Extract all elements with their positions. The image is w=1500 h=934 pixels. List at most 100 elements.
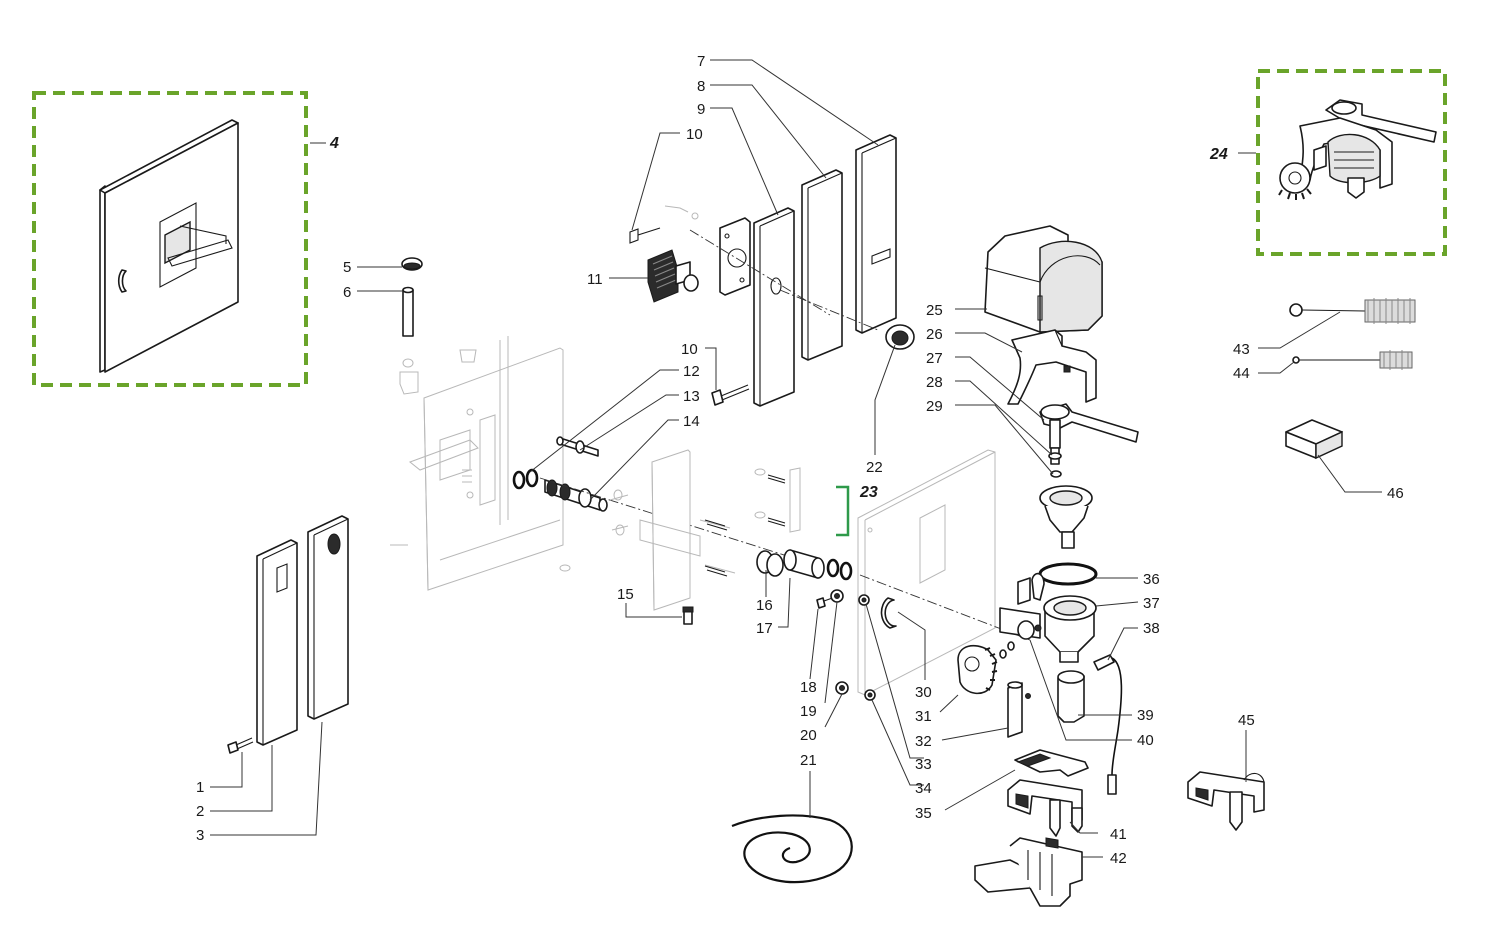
part-35-tab bbox=[1014, 749, 1089, 777]
part-42-drip-tray bbox=[974, 837, 1083, 907]
label-33: 33 bbox=[915, 756, 932, 773]
label-1: 1 bbox=[196, 779, 204, 796]
label-5: 5 bbox=[343, 259, 351, 276]
label-44: 44 bbox=[1233, 365, 1250, 382]
label-8: 8 bbox=[697, 78, 705, 95]
label-40: 40 bbox=[1137, 732, 1154, 749]
spout-cup bbox=[1039, 485, 1093, 549]
label-18: 18 bbox=[800, 679, 817, 696]
label-9: 9 bbox=[697, 101, 705, 118]
label-13: 13 bbox=[683, 388, 700, 405]
highlight-frame-24 bbox=[1256, 69, 1447, 256]
label-20: 20 bbox=[800, 727, 817, 744]
label-38: 38 bbox=[1143, 620, 1160, 637]
part-44-brush bbox=[1292, 350, 1413, 370]
part-27-lever bbox=[1039, 403, 1139, 449]
mounting-plate bbox=[719, 217, 751, 296]
part-28-pin bbox=[1048, 447, 1062, 465]
highlight-frame-4 bbox=[32, 91, 308, 387]
part-3-cover bbox=[307, 515, 349, 720]
label-34: 34 bbox=[915, 780, 932, 797]
label-10-lower: 10 bbox=[681, 341, 698, 358]
label-31: 31 bbox=[915, 708, 932, 725]
label-25: 25 bbox=[926, 302, 943, 319]
part-43-brush bbox=[1289, 298, 1416, 324]
part-29-seal bbox=[1050, 470, 1062, 478]
label-39: 39 bbox=[1137, 707, 1154, 724]
label-12: 12 bbox=[683, 363, 700, 380]
screw-10-lower bbox=[711, 384, 750, 406]
label-17: 17 bbox=[756, 620, 773, 637]
label-23: 23 bbox=[859, 484, 878, 501]
label-43: 43 bbox=[1233, 341, 1250, 358]
label-16: 16 bbox=[756, 597, 773, 614]
part-45-holder bbox=[1187, 771, 1265, 831]
valve-plate bbox=[609, 449, 736, 611]
part-40-sensor-cable bbox=[1093, 654, 1123, 795]
label-15: 15 bbox=[617, 586, 634, 603]
part-20-washer bbox=[835, 681, 849, 695]
part-21-spiral-tube bbox=[731, 814, 853, 884]
label-7: 7 bbox=[697, 53, 705, 70]
part-16-bushing bbox=[756, 550, 784, 577]
part-9-cover bbox=[753, 207, 795, 407]
part-2-cover bbox=[256, 539, 298, 746]
part-41-holder bbox=[1007, 779, 1083, 837]
screw-10-upper bbox=[629, 205, 699, 244]
springs-upper bbox=[754, 467, 801, 533]
part-33-washer bbox=[858, 594, 870, 606]
label-42: 42 bbox=[1110, 850, 1127, 867]
part-18-screw bbox=[816, 595, 839, 609]
part-labels: 4 24 5 6 7 8 9 10 11 10 12 13 14 22 23 1… bbox=[196, 53, 1404, 867]
part-32-pin bbox=[1007, 681, 1031, 738]
label-27: 27 bbox=[926, 350, 943, 367]
label-37: 37 bbox=[1143, 595, 1160, 612]
front-plate bbox=[857, 449, 996, 696]
part-19-washer bbox=[830, 589, 844, 603]
part-4-side-panel bbox=[99, 119, 239, 373]
part-25-top-cover bbox=[984, 225, 1103, 333]
label-22: 22 bbox=[866, 459, 883, 476]
part-11-knob bbox=[647, 249, 699, 303]
part-22-grommet bbox=[885, 324, 915, 350]
label-29: 29 bbox=[926, 398, 943, 415]
part-36-gasket bbox=[1038, 562, 1098, 586]
label-10-upper: 10 bbox=[686, 126, 703, 143]
part-12-shaft bbox=[556, 436, 599, 457]
elbow-fitting bbox=[399, 358, 419, 395]
label-26: 26 bbox=[926, 326, 943, 343]
label-32: 32 bbox=[915, 733, 932, 750]
label-21: 21 bbox=[800, 752, 817, 769]
part-30-handle-insert bbox=[880, 597, 897, 629]
part-23-bracket bbox=[836, 485, 850, 537]
label-11: 11 bbox=[587, 271, 603, 288]
part-17-cylinder bbox=[783, 549, 825, 579]
label-3: 3 bbox=[196, 827, 204, 844]
part-34-washer bbox=[864, 689, 876, 701]
part-14-valve-shaft bbox=[544, 479, 608, 512]
label-2: 2 bbox=[196, 803, 204, 820]
axis-line bbox=[689, 229, 831, 316]
part-6-pin bbox=[402, 286, 414, 337]
label-41: 41 bbox=[1110, 826, 1127, 843]
part-1-screw bbox=[227, 737, 254, 754]
label-36: 36 bbox=[1143, 571, 1160, 588]
label-45: 45 bbox=[1238, 712, 1255, 729]
ghost-backplate bbox=[390, 336, 571, 591]
part-37-brew-head bbox=[999, 572, 1097, 663]
part-15-screw bbox=[682, 606, 694, 625]
part-7-cover bbox=[855, 134, 897, 334]
label-4: 4 bbox=[329, 135, 339, 152]
part-5-clip bbox=[401, 257, 423, 271]
axis-line bbox=[539, 477, 801, 561]
label-6: 6 bbox=[343, 284, 351, 301]
label-24: 24 bbox=[1209, 146, 1228, 163]
part-26-bracket bbox=[1007, 329, 1097, 405]
part-24-lever-assembly bbox=[1278, 99, 1437, 200]
label-19: 19 bbox=[800, 703, 817, 720]
label-35: 35 bbox=[915, 805, 932, 822]
label-14: 14 bbox=[683, 413, 700, 430]
part-31-gear-knob bbox=[957, 641, 1015, 695]
